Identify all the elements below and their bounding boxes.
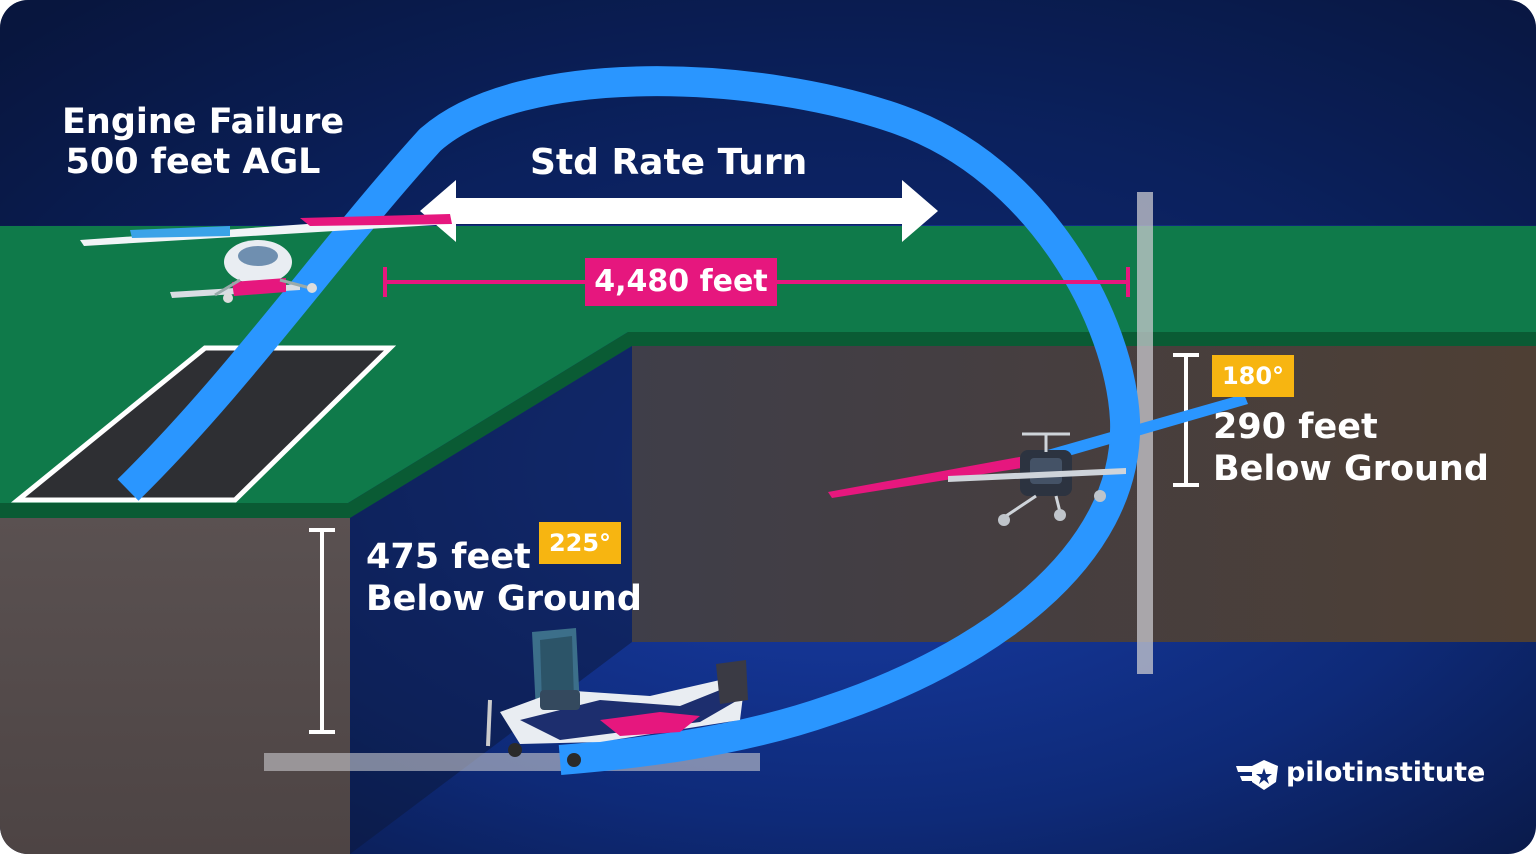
winged-star-logo-icon	[1236, 760, 1278, 790]
depth-290-line1: 290 feet	[1213, 407, 1378, 447]
failure-title-line1: Engine Failure	[62, 102, 345, 142]
sky-upper-band	[0, 0, 1536, 225]
brand-logo: pilotinstitute	[1232, 752, 1485, 792]
depth-label-290: 290 feet Below Ground	[1213, 406, 1489, 490]
failure-title-line2: 500 feet AGL	[65, 142, 321, 182]
heading-badge-180: 180°	[1212, 355, 1294, 397]
logo-mark-spacer	[1232, 754, 1282, 790]
depth-290-line2: Below Ground	[1213, 449, 1489, 489]
brand-name: pilotinstitute	[1286, 756, 1486, 788]
turn-path	[117, 66, 1141, 775]
cessna-aircraft-icon	[828, 394, 1248, 526]
earth-section-left	[0, 518, 350, 854]
turn-label: Std Rate Turn	[530, 142, 808, 183]
depth-label-475: 475 feet Below Ground	[366, 536, 642, 620]
depth-475-line2: Below Ground	[366, 579, 642, 619]
cessna-aircraft-icon	[486, 628, 748, 767]
earth-shadow	[350, 346, 632, 854]
failure-title: Engine Failure 500 feet AGL	[62, 102, 345, 182]
double-arrow-icon	[420, 180, 938, 242]
earth-section-right	[632, 346, 1536, 642]
cessna-aircraft-icon	[80, 214, 452, 303]
distance-badge: 4,480 feet	[585, 258, 777, 306]
depth-475-line1: 475 feet	[366, 537, 531, 577]
depth-bracket-475	[309, 528, 335, 734]
heading-badge-225: 225°	[539, 522, 621, 564]
